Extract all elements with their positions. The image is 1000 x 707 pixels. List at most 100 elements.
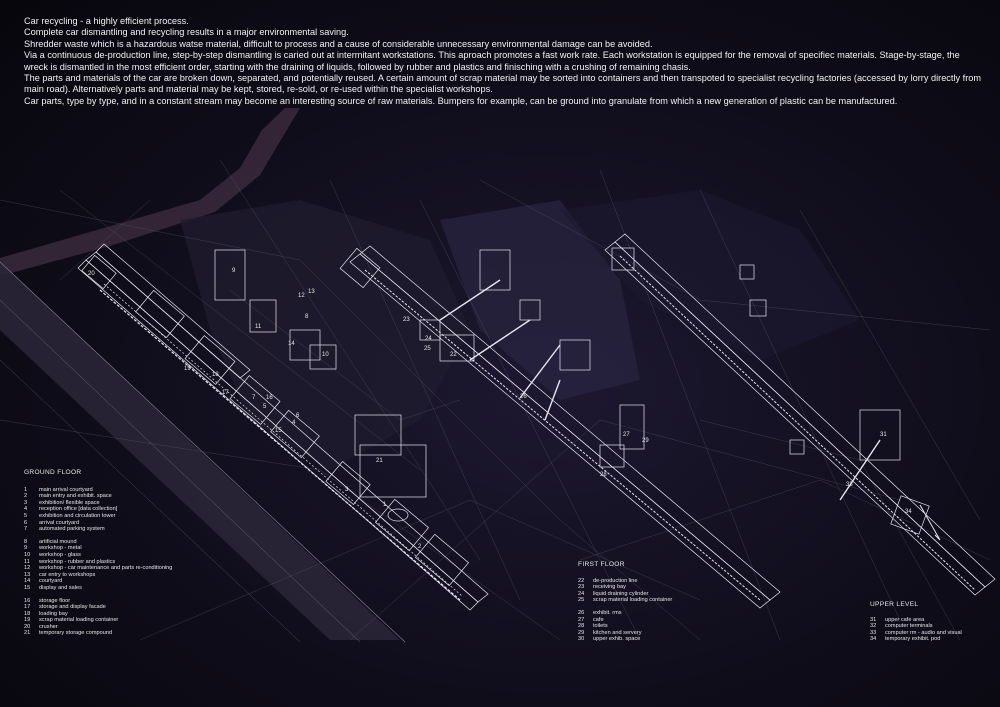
legend-number: 11 bbox=[24, 558, 30, 565]
upper-level-plan bbox=[604, 233, 996, 596]
plan-label: 28 bbox=[600, 472, 607, 478]
legend-number: 1 bbox=[24, 486, 28, 493]
legend-number: 6 bbox=[24, 519, 28, 526]
legend-text: storage floor bbox=[39, 597, 71, 604]
legend-text: kitchen and servery bbox=[593, 629, 642, 636]
legend-text: scrap material loading container bbox=[593, 597, 673, 604]
legend-ground-floor: GROUND FLOOR 1 main arrival courtyard 2 ma… bbox=[24, 469, 224, 643]
intro-line: Via a continuous de-production line, ste… bbox=[24, 50, 960, 72]
legend-item: 30 upper exhib. space bbox=[578, 636, 738, 643]
intro-text: Car recycling - a highly efficient proce… bbox=[24, 16, 984, 107]
road-edge bbox=[0, 299, 361, 643]
legend-number: 27 bbox=[578, 616, 585, 623]
road-edge bbox=[0, 261, 406, 643]
plan-label: 9 bbox=[232, 268, 236, 274]
plan-label: 23 bbox=[403, 317, 410, 323]
legend-number: 18 bbox=[24, 610, 31, 617]
legend-text: receiving bay bbox=[593, 584, 626, 591]
legend-text: main arrival courtyard bbox=[39, 486, 93, 493]
legend-text: de-production line bbox=[593, 577, 638, 584]
plan-label: 3 bbox=[345, 487, 349, 493]
legend-item: 2 main entry and exhibit. space bbox=[24, 493, 224, 500]
legend-text: courtyard bbox=[39, 578, 63, 585]
legend-text: exhibition/ flexible space bbox=[39, 499, 100, 506]
legend-text: workshop - metal bbox=[39, 545, 82, 552]
intro-line: The parts and materials of the car are b… bbox=[24, 73, 982, 95]
legend-text: computer terminals bbox=[885, 623, 933, 630]
legend-number: 5 bbox=[24, 512, 28, 519]
legend-number: 33 bbox=[870, 629, 877, 636]
landscape-mound bbox=[180, 200, 470, 470]
legend-number: 10 bbox=[24, 551, 31, 558]
legend-text: upper exhib. space bbox=[593, 636, 641, 643]
plan-label: 6 bbox=[296, 413, 300, 419]
legend-item: 32 computer terminals bbox=[870, 623, 1000, 630]
intro-line: Shredder waste which is a hazardous wats… bbox=[24, 38, 653, 49]
plan-label: 33 bbox=[846, 482, 853, 488]
legend-item: 1 main arrival courtyard bbox=[24, 487, 224, 494]
legend-number: 34 bbox=[870, 636, 877, 643]
river-band bbox=[0, 108, 300, 276]
legend-item: 21 temporary storage compound bbox=[24, 630, 224, 637]
legend-text: crusher bbox=[39, 623, 58, 630]
legend-number: 20 bbox=[24, 623, 31, 630]
legend-title: FIRST FLOOR bbox=[578, 561, 625, 568]
legend-text: upper cafe area bbox=[885, 616, 925, 623]
legend-number: 30 bbox=[578, 636, 585, 643]
plan-number-labels: 1 2 3 4 5 6 7 8 9 10 11 12 13 14 15 16 1… bbox=[88, 268, 912, 550]
legend-number: 21 bbox=[24, 630, 31, 637]
legend-text: liquid draining cylinder bbox=[593, 590, 649, 597]
plan-label: 24 bbox=[425, 336, 432, 342]
plan-label: 11 bbox=[255, 324, 262, 330]
legend-number: 2 bbox=[24, 493, 28, 500]
legend-text: artificial mound bbox=[39, 538, 77, 545]
legend-item: 20 crusher bbox=[24, 624, 224, 631]
legend-item: 33 computer rm - audio and visual bbox=[870, 630, 1000, 637]
legend-text: reception office [data collection] bbox=[39, 506, 118, 513]
main-road bbox=[0, 262, 400, 640]
legend-text: cafe bbox=[593, 616, 604, 623]
plan-label: 14 bbox=[288, 341, 295, 347]
plan-label: 16 bbox=[266, 395, 273, 401]
legend-number: 19 bbox=[24, 617, 31, 624]
plan-label: 12 bbox=[298, 293, 305, 299]
legend-number: 17 bbox=[24, 604, 31, 611]
legend-text: temporary storage compound bbox=[39, 630, 113, 637]
plan-label: 29 bbox=[642, 438, 649, 444]
plan-label: 8 bbox=[305, 314, 309, 320]
legend-text: exhibit. rms bbox=[593, 609, 622, 616]
legend-number: 7 bbox=[24, 526, 28, 533]
construction-lines bbox=[0, 159, 991, 641]
legend-text: automated parking system bbox=[39, 526, 105, 533]
legend-text: computer rm - audio and visual bbox=[885, 629, 962, 636]
legend-number: 23 bbox=[578, 584, 585, 591]
legend-number: 28 bbox=[578, 623, 585, 630]
legend-title: GROUND FLOOR bbox=[24, 469, 82, 476]
legend-item: 16 storage floor bbox=[24, 598, 224, 605]
legend-text: display and sales bbox=[39, 584, 82, 591]
ground-floor-plan bbox=[77, 243, 489, 611]
legend-number: 32 bbox=[870, 623, 877, 630]
legend-text: main entry and exhibit. space bbox=[39, 493, 112, 500]
intro-line: Car parts, type by type, and in a consta… bbox=[24, 95, 898, 106]
first-floor-plan bbox=[339, 245, 781, 609]
legend-number: 16 bbox=[24, 597, 31, 604]
legend-group: 1 main arrival courtyard 2 main entry and … bbox=[24, 487, 224, 533]
legend-number: 3 bbox=[24, 499, 28, 506]
